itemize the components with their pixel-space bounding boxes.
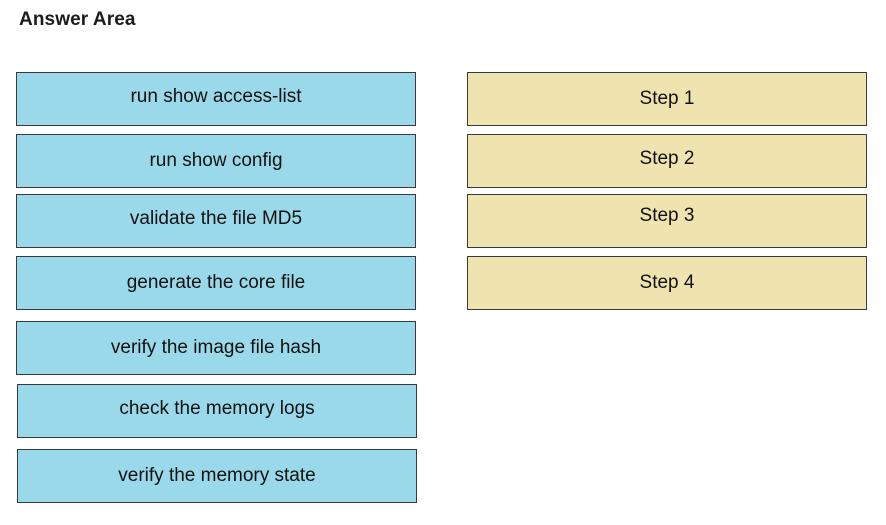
answer-option-label: generate the core file (126, 272, 306, 293)
answer-option-label: run show access-list (130, 86, 302, 107)
step-label: Step 2 (639, 148, 695, 169)
answer-option-generate-core-file[interactable]: generate the core file (16, 256, 416, 310)
answer-option-label: validate the file MD5 (129, 208, 303, 229)
answer-option-show-config[interactable]: run show config (16, 134, 416, 188)
answer-option-label: check the memory logs (119, 398, 315, 419)
answer-option-label: verify the memory state (118, 465, 316, 486)
step-label: Step 4 (639, 272, 695, 293)
step-label: Step 1 (639, 88, 695, 109)
step-slot-2[interactable]: Step 2 (467, 134, 867, 188)
step-slot-4[interactable]: Step 4 (467, 256, 867, 310)
answer-option-verify-memory-state[interactable]: verify the memory state (17, 449, 417, 503)
answer-option-label: verify the image file hash (110, 337, 322, 358)
step-slot-3[interactable]: Step 3 (467, 194, 867, 248)
answer-option-validate-md5[interactable]: validate the file MD5 (16, 194, 416, 248)
step-slot-1[interactable]: Step 1 (467, 72, 867, 126)
step-label: Step 3 (639, 205, 695, 226)
answer-option-label: run show config (149, 150, 283, 171)
answer-option-show-access-list[interactable]: run show access-list (16, 72, 416, 126)
answer-area-title: Answer Area (19, 9, 136, 30)
answer-option-check-memory-logs[interactable]: check the memory logs (17, 384, 417, 438)
answer-option-verify-image-hash[interactable]: verify the image file hash (16, 321, 416, 375)
